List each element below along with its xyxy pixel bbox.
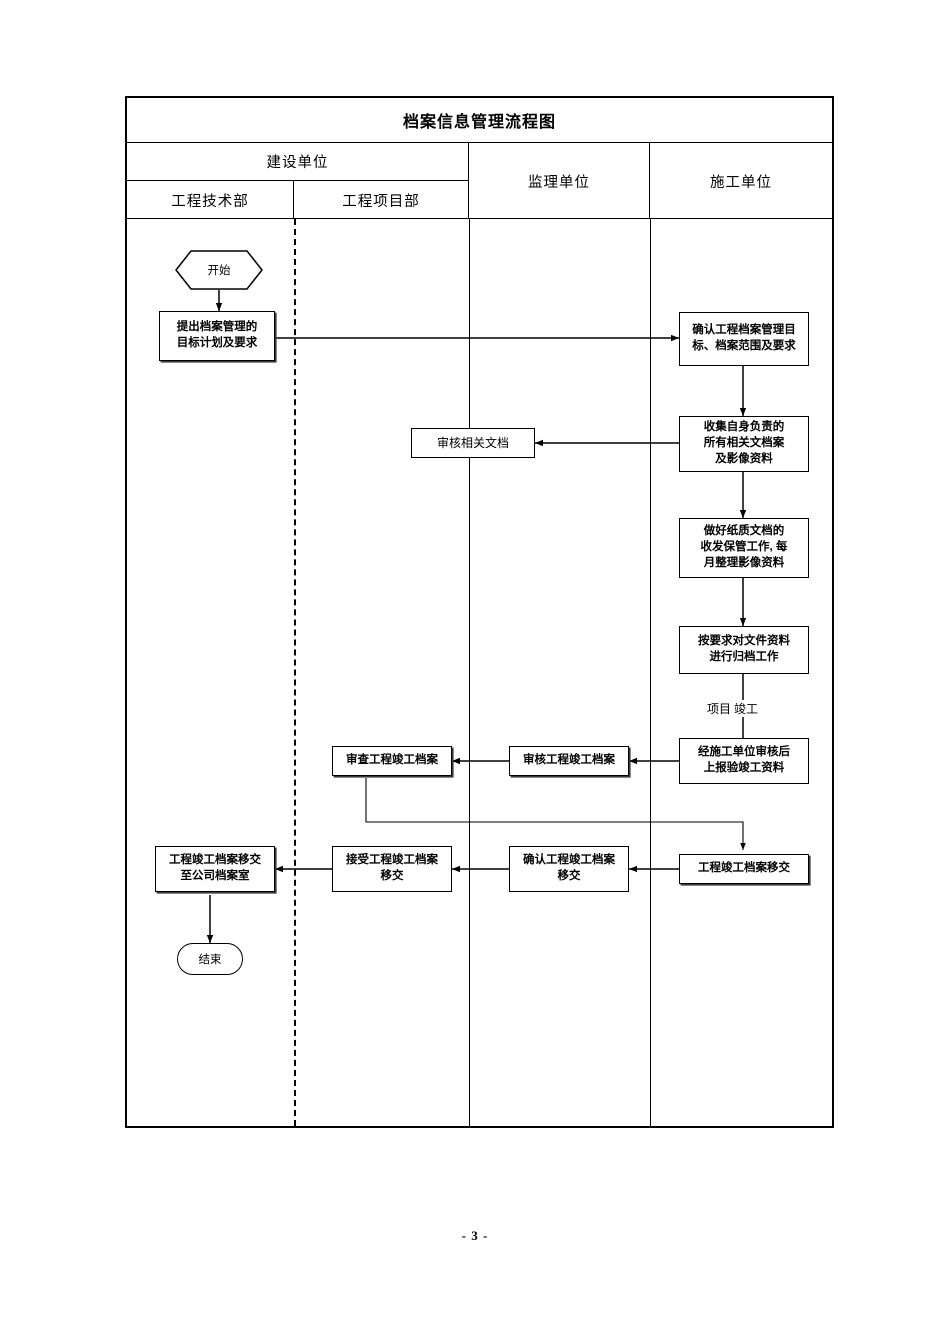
node-review-completion-archive[interactable]: 审核工程竣工档案 xyxy=(509,746,629,776)
lane-header-project-dept: 工程项目部 xyxy=(294,181,469,219)
page-number: - 3 - xyxy=(461,1228,489,1243)
lane-header-band: 建设单位 工程技术部 工程项目部 监理单位 施工单位 xyxy=(127,143,832,219)
flow-start-hexagon: 开始 xyxy=(175,250,263,290)
lane-header-owner-group: 建设单位 xyxy=(127,143,469,181)
node-confirm-archive-transfer[interactable]: 确认工程竣工档案移交 xyxy=(509,846,629,892)
node-paper-document-custody[interactable]: 做好纸质文档的收发保管工作, 每月整理影像资料 xyxy=(679,518,809,578)
flowchart-table: 档案信息管理流程图 建设单位 工程技术部 工程项目部 监理单位 施工单位 xyxy=(125,96,834,1128)
node-transfer-completion-archive-contractor[interactable]: 工程竣工档案移交 xyxy=(679,854,809,884)
node-collect-own-documents[interactable]: 收集自身负责的所有相关文档案及影像资料 xyxy=(679,416,809,472)
node-propose-archive-plan[interactable]: 提出档案管理的目标计划及要求 xyxy=(159,311,275,361)
lane-divider-owner-supervisor xyxy=(469,219,470,1126)
node-accept-archive-transfer[interactable]: 接受工程竣工档案移交 xyxy=(332,846,452,892)
page-title: 档案信息管理流程图 xyxy=(402,114,556,131)
node-file-archiving-work[interactable]: 按要求对文件资料进行归档工作 xyxy=(679,626,809,674)
lane-header-contractor: 施工单位 xyxy=(710,174,772,191)
node-review-related-documents[interactable]: 审核相关文档 xyxy=(411,428,535,458)
lane-header-tech-dept: 工程技术部 xyxy=(127,181,294,219)
lane-body xyxy=(127,219,832,1126)
label-project-completion: 项目 竣工 xyxy=(705,700,761,717)
flow-end-terminator: 结束 xyxy=(177,943,243,975)
lane-divider-supervisor-contractor xyxy=(650,219,651,1126)
flow-start-label: 开始 xyxy=(207,265,231,277)
lane-header-supervisor: 监理单位 xyxy=(469,143,650,219)
lane-divider-tech-project xyxy=(294,219,296,1126)
node-submit-completion-data[interactable]: 经施工单位审核后上报验竣工资料 xyxy=(679,738,809,784)
flowchart-title-row: 档案信息管理流程图 xyxy=(127,98,832,143)
node-confirm-archive-scope[interactable]: 确认工程档案管理目标、档案范围及要求 xyxy=(679,312,809,366)
hexagon-shape xyxy=(175,250,263,290)
node-examine-completion-archive[interactable]: 审查工程竣工档案 xyxy=(332,746,452,776)
node-transfer-to-company-archive-room[interactable]: 工程竣工档案移交至公司档案室 xyxy=(155,846,275,892)
